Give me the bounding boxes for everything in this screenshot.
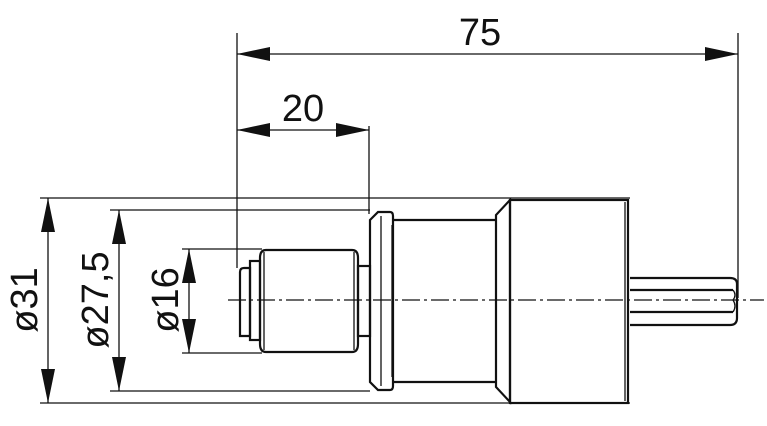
front-cylinder — [258, 248, 360, 354]
part-outline — [238, 197, 739, 405]
arrow-up-icon — [182, 249, 196, 283]
arrow-right-icon — [705, 47, 738, 61]
dimension-label-dia-27-5: ø27,5 — [75, 251, 117, 348]
arrow-down-icon — [182, 319, 196, 353]
dimension-label-75: 75 — [459, 12, 501, 54]
arrow-down-icon — [112, 357, 126, 391]
dimension-diameter-16: ø16 — [145, 249, 196, 353]
arrow-up-icon — [112, 210, 126, 244]
dimension-overall-length: 75 — [237, 12, 738, 61]
neck — [356, 264, 372, 338]
dimension-front-length: 20 — [237, 88, 369, 137]
dimension-label-dia-16: ø16 — [145, 267, 187, 332]
extension-lines — [40, 33, 739, 404]
rear-shaft — [630, 276, 739, 327]
dimension-diameter-27-5: ø27,5 — [75, 210, 126, 391]
dimension-label-dia-31: ø31 — [4, 267, 46, 332]
rear-cap — [508, 198, 630, 405]
arrow-up-icon — [41, 198, 55, 232]
nose-tip — [238, 266, 252, 338]
arrow-right-icon — [336, 123, 369, 137]
arrow-left-icon — [237, 47, 270, 61]
cap-chamfer — [494, 197, 512, 405]
dimension-diameter-31: ø31 — [4, 198, 55, 403]
arrow-down-icon — [41, 369, 55, 403]
flange — [368, 210, 395, 392]
arrow-left-icon — [237, 123, 270, 137]
dimension-label-20: 20 — [282, 88, 324, 130]
